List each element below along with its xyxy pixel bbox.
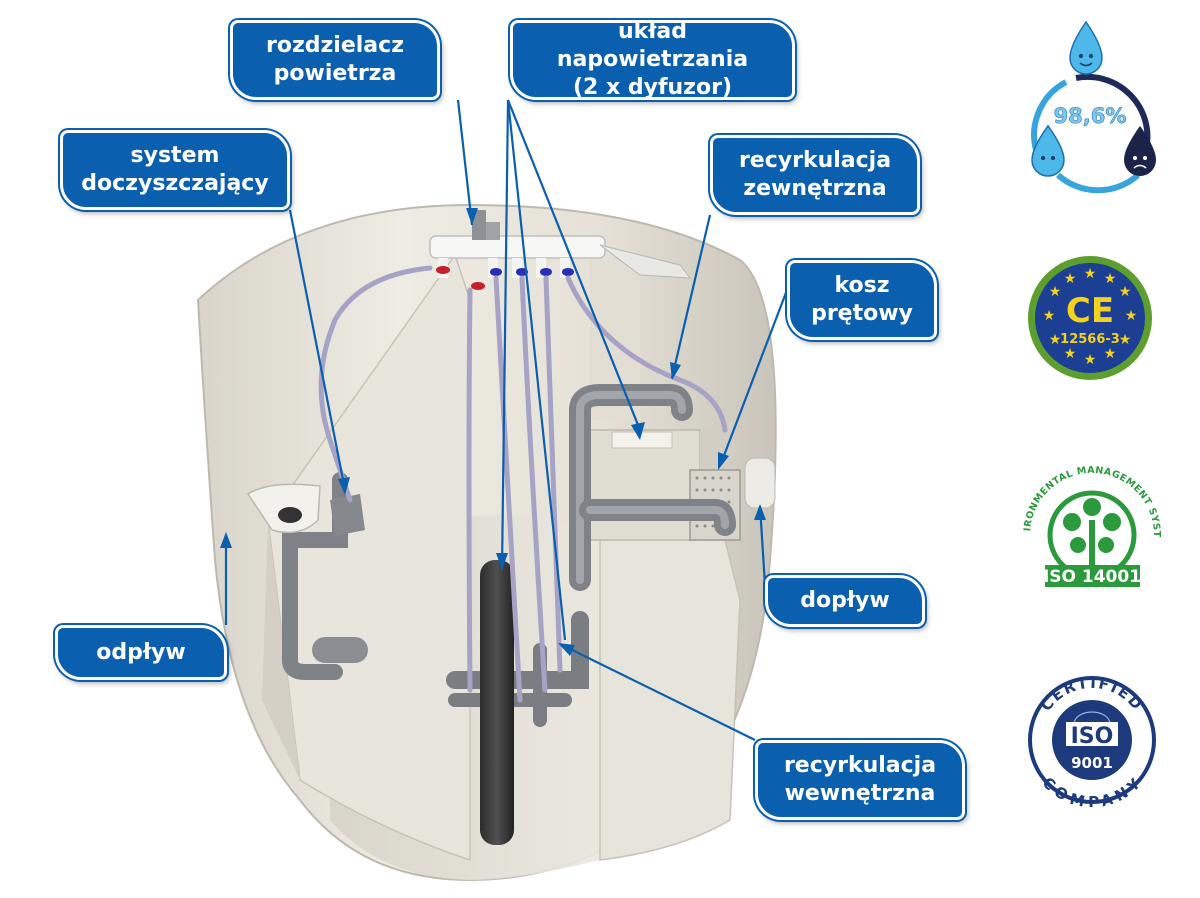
svg-text:★: ★ bbox=[1084, 352, 1097, 368]
svg-text:★: ★ bbox=[1049, 284, 1062, 300]
arrow-heads bbox=[220, 208, 766, 656]
callout-arrows bbox=[224, 99, 789, 741]
air-manifold bbox=[429, 210, 692, 290]
svg-text:★: ★ bbox=[1119, 332, 1132, 348]
label-doplyw: dopływ bbox=[765, 575, 925, 627]
iso9001-badge: CERTIFIED COMPANY ISO 9001 bbox=[1028, 674, 1156, 811]
black-pipe bbox=[480, 560, 514, 845]
label-system-doczyszczajacy: system doczyszczający bbox=[60, 130, 290, 210]
grey-pipes bbox=[282, 384, 736, 727]
label-recyrkulacja-zewnetrzna: recyrkulacja zewnętrzna bbox=[710, 135, 920, 215]
svg-text:★: ★ bbox=[1064, 271, 1077, 287]
svg-text:★: ★ bbox=[1104, 271, 1117, 287]
filter-cup bbox=[246, 483, 365, 536]
cert-iso-text: ISO bbox=[1071, 724, 1114, 749]
label-uklad-napowietrzania: układ napowietrzania (2 x dyfuzor) bbox=[510, 19, 795, 100]
label-rozdzielacz-powietrza: rozdzielacz powietrza bbox=[230, 20, 440, 100]
label-kosz-pretowy: kosz prętowy bbox=[787, 260, 937, 340]
iso14001-text: ISO 14001 bbox=[1043, 567, 1141, 587]
svg-text:★: ★ bbox=[1125, 308, 1138, 324]
svg-text:★: ★ bbox=[1084, 266, 1097, 282]
efficiency-value: 98,6% bbox=[1054, 104, 1127, 128]
cert-num-text: 9001 bbox=[1071, 754, 1113, 772]
ce-standard-text: 12566-3 bbox=[1060, 332, 1120, 347]
svg-text:★: ★ bbox=[1049, 332, 1062, 348]
ce-badge: ★★★ ★★★ ★★★ ★★★ CE 12566-3 bbox=[1028, 256, 1152, 380]
svg-text:★: ★ bbox=[1064, 346, 1077, 362]
efficiency-badge: 98,6% bbox=[1031, 20, 1156, 194]
air-hoses bbox=[318, 265, 728, 703]
svg-text:★: ★ bbox=[1119, 284, 1132, 300]
label-odplyw: odpływ bbox=[55, 625, 227, 680]
label-recyrkulacja-wewnetrzna: recyrkulacja wewnętrzna bbox=[755, 740, 965, 820]
svg-text:★: ★ bbox=[1104, 346, 1117, 362]
ce-mark-text: CE bbox=[1066, 291, 1114, 331]
svg-text:★: ★ bbox=[1043, 308, 1056, 324]
